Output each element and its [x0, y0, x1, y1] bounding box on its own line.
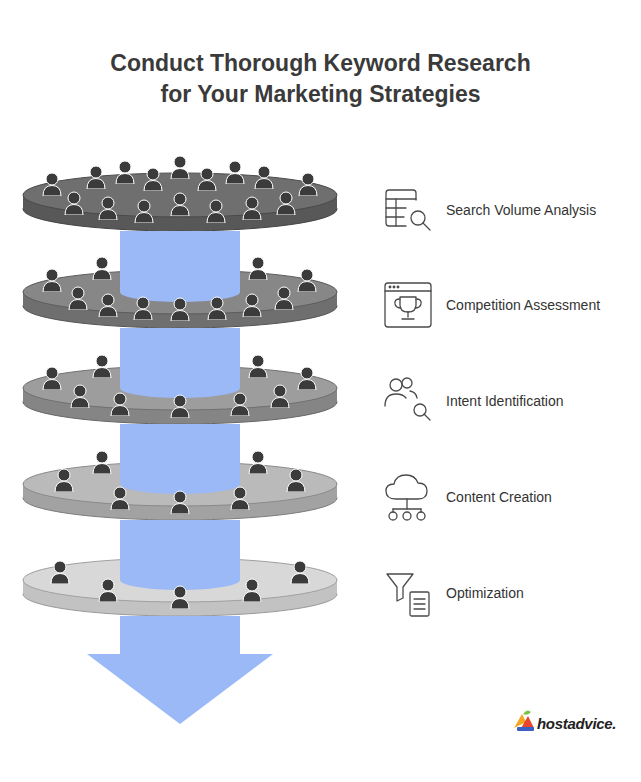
person-icon [87, 166, 105, 189]
person-icon [111, 487, 129, 510]
person-icon [99, 197, 117, 220]
person-icon [51, 561, 69, 584]
stage-label: Content Creation [446, 489, 552, 505]
logo-mark [514, 710, 534, 731]
person-icon [277, 192, 295, 215]
person-icon [69, 287, 87, 310]
person-icon [226, 161, 244, 184]
stage-label: Search Volume Analysis [446, 202, 596, 218]
person-icon [243, 294, 261, 317]
flow-arrow [87, 616, 273, 724]
person-icon [171, 491, 189, 514]
person-icon [93, 451, 111, 474]
person-icon [43, 367, 61, 390]
person-icon [299, 173, 317, 196]
flow-column [120, 424, 240, 494]
flow-column [120, 231, 240, 302]
person-icon [171, 586, 189, 609]
person-icon [99, 294, 117, 317]
person-icon [255, 166, 273, 189]
person-icons [51, 561, 309, 609]
person-icon [249, 451, 267, 474]
person-icon [231, 487, 249, 510]
person-icon [135, 200, 153, 223]
person-icon [298, 367, 316, 390]
person-icon [116, 161, 134, 184]
person-icon [298, 269, 316, 292]
stage-label: Intent Identification [446, 393, 564, 409]
person-icon [243, 197, 261, 220]
person-icon [291, 561, 309, 584]
person-icon [198, 168, 216, 191]
person-icon [93, 355, 111, 378]
table-search-icon [386, 190, 430, 230]
person-icon [271, 385, 289, 408]
person-icons [43, 257, 316, 321]
person-icon [43, 173, 61, 196]
diagram-title: Conduct Thorough Keyword Research for Yo… [100, 48, 541, 110]
person-icon [171, 395, 189, 418]
person-icon [171, 193, 189, 216]
person-icon [144, 168, 162, 191]
trophy-browser-icon [385, 283, 431, 327]
person-icon [65, 192, 83, 215]
person-icon [134, 297, 152, 320]
user-search-icon [385, 378, 430, 420]
stage-label: Competition Assessment [446, 297, 600, 313]
flow-column [120, 328, 240, 398]
person-icon [208, 297, 226, 320]
person-icon [55, 469, 73, 492]
person-icon [243, 579, 261, 602]
person-icon [249, 257, 267, 280]
person-icons [43, 355, 316, 418]
person-icon [99, 579, 117, 602]
person-icon [171, 156, 189, 179]
stage-label: Optimization [446, 585, 524, 601]
funnel-document-icon [387, 574, 429, 616]
cloud-network-icon [386, 475, 427, 520]
person-icons [43, 156, 317, 223]
person-icon [43, 269, 61, 292]
person-icon [71, 385, 89, 408]
person-icons [55, 451, 305, 514]
person-icon [111, 393, 129, 416]
person-icon [287, 469, 305, 492]
person-icon [231, 393, 249, 416]
person-icon [275, 287, 293, 310]
disc [23, 173, 337, 231]
logo-text: hostadvice. [537, 715, 616, 732]
flow-column [120, 520, 240, 590]
person-icon [93, 257, 111, 280]
person-icon [207, 200, 225, 223]
person-icon [171, 298, 189, 321]
person-icon [249, 355, 267, 378]
